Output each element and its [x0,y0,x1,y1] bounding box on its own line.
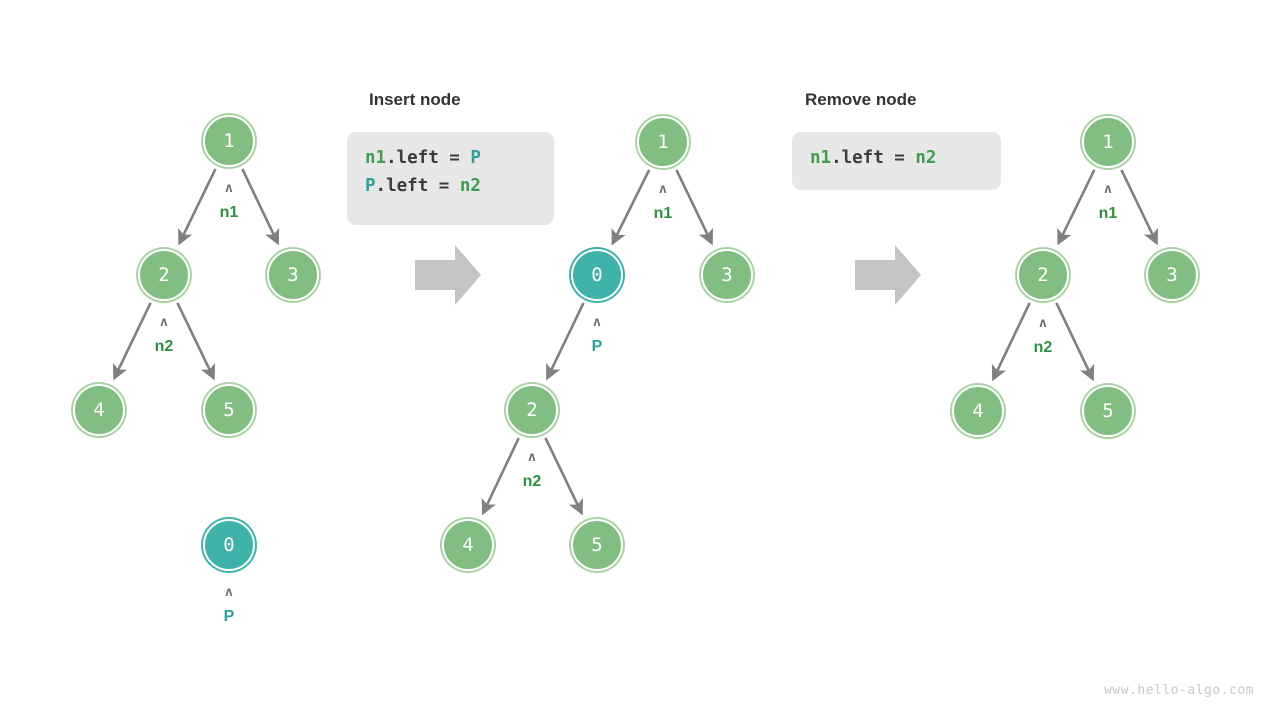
node-value: 5 [1102,400,1114,422]
tree-right-ref-n1: n1 [1098,205,1118,222]
tree-left-ref-n2: n2 [154,338,174,355]
code-token: n1 [810,148,832,168]
tree-right-node-2[interactable]: 2 [1017,249,1069,301]
tree-edge [544,437,583,516]
tree-edge [546,302,585,381]
code-token: .left = [386,148,471,168]
tree-middle-ref-p: P [591,338,603,355]
tree-left-ref-n1: n1 [219,204,239,221]
step-arrow-1 [415,245,481,305]
node-value: 2 [158,264,170,286]
tree-edge [991,302,1031,382]
node-value: 0 [223,534,235,556]
node-value: 2 [1037,264,1049,286]
tree-right-node-3[interactable]: 3 [1146,249,1198,301]
pointer-caret-icon: ʌ [1104,182,1112,197]
node-value: 0 [591,264,603,286]
insert-node-title: Insert node [369,90,461,109]
tree-edge [1055,302,1095,382]
pointer-caret-icon: ʌ [225,585,233,600]
tree-middle-node-5[interactable]: 5 [571,519,623,571]
tree-right-node-1[interactable]: 1 [1082,116,1134,168]
pointer-caret-icon: ʌ [528,450,536,465]
tree-left-node-2[interactable]: 2 [138,249,190,301]
node-value: 3 [721,264,733,286]
tree-edge [675,169,713,246]
node-value: 3 [287,264,299,286]
node-value: 4 [462,534,474,556]
node-value: 1 [657,131,669,153]
code-line: n1.left = P [365,144,536,172]
tree-left-ref-p: P [223,608,235,625]
code-token: .left = [831,148,916,168]
tree-middle-ref-n2: n2 [522,473,542,490]
pointer-caret-icon: ʌ [1039,316,1047,331]
tree-right-ref-n2: n2 [1033,339,1053,356]
code-token: P [365,176,376,197]
tree-left-node-1[interactable]: 1 [203,115,255,167]
code-token: n2 [459,176,481,197]
tree-middle-ref-n1: n1 [653,205,673,222]
pointer-caret-icon: ʌ [225,181,233,196]
tree-edge [1057,169,1096,246]
tree-middle-node-0[interactable]: 0 [571,249,623,301]
remove-code-box: n1.left = n2 [792,132,1001,190]
tree-edge [178,168,217,246]
tree-edge [176,302,215,381]
code-token: n1 [365,148,387,168]
code-token: P [470,148,481,168]
node-value: 2 [526,399,538,421]
node-value: 5 [223,399,235,421]
tree-left-node-4[interactable]: 4 [73,384,125,436]
tree-right-node-4[interactable]: 4 [952,385,1004,437]
code-line: n1.left = n2 [810,144,983,172]
node-value: 5 [591,534,603,556]
tree-left-node-5[interactable]: 5 [203,384,255,436]
code-token: n2 [915,148,937,168]
tree-middle-node-3[interactable]: 3 [701,249,753,301]
code-token: .left = [375,176,460,197]
tree-middle-node-1[interactable]: 1 [637,116,689,168]
tree-middle-node-2[interactable]: 2 [506,384,558,436]
node-value: 4 [972,400,984,422]
node-value: 1 [223,130,235,152]
tree-edge [481,437,520,516]
pointer-caret-icon: ʌ [659,182,667,197]
tree-middle-node-4[interactable]: 4 [442,519,494,571]
tree-edge [611,169,651,246]
tree-edge [241,168,280,246]
code-line: P.left = n2 [365,172,536,200]
node-value: 1 [1102,131,1114,153]
tree-edge [113,302,152,381]
step-arrow-2 [855,245,921,305]
tree-left-node-3[interactable]: 3 [267,249,319,301]
node-value: 3 [1166,264,1178,286]
watermark: www.hello-algo.com [1104,683,1254,698]
tree-right-node-5[interactable]: 5 [1082,385,1134,437]
pointer-caret-icon: ʌ [593,315,601,330]
node-value: 4 [93,399,105,421]
remove-node-title: Remove node [805,90,917,109]
tree-edge [1120,169,1158,246]
pointer-caret-icon: ʌ [160,315,168,330]
tree-left-node-0-detached[interactable]: 0 [203,519,255,571]
